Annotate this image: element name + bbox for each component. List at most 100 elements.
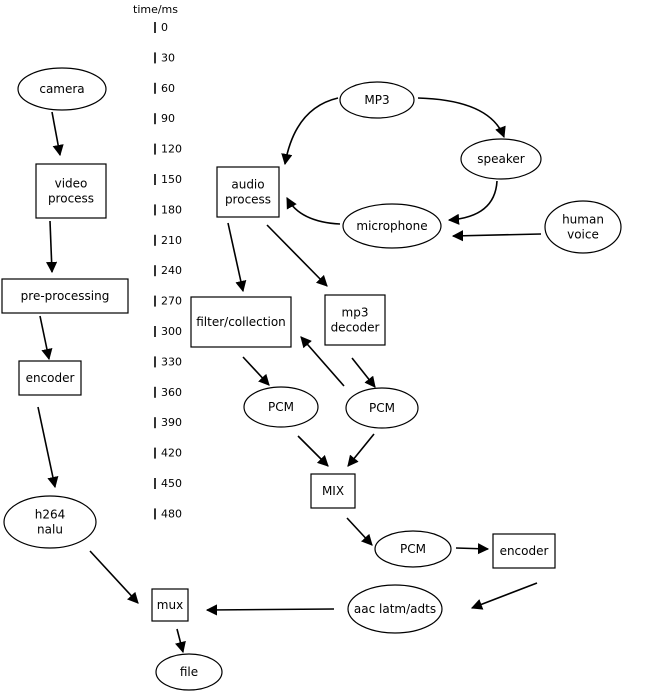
edge-pcm-right-to-filter-collection <box>300 336 345 387</box>
node-ellipse <box>243 386 319 428</box>
edge-h264-nalu-to-mux <box>89 550 139 604</box>
node-ellipse <box>347 584 443 634</box>
timeline-ticks: 0306090120150180210240270300330360390420… <box>154 21 182 520</box>
edge-pre-processing-to-video-encoder <box>39 315 53 361</box>
node-box <box>190 296 292 348</box>
node-label: MIX <box>322 484 344 498</box>
node-ellipse <box>374 530 452 568</box>
timeline-tick-label: 180 <box>161 203 182 216</box>
timeline-tick-label: 30 <box>161 51 175 64</box>
node-ellipse <box>155 653 223 691</box>
timeline: time/ms 03060901201501802102402703003303… <box>133 3 182 520</box>
edge-human-voice-to-microphone <box>451 230 542 242</box>
node-box <box>151 588 189 622</box>
node-ellipse <box>345 387 419 429</box>
node-speaker: speaker <box>460 138 542 180</box>
node-microphone: microphone <box>342 203 442 249</box>
edges <box>37 97 542 654</box>
node-mux: mux <box>151 588 189 622</box>
timeline-title: time/ms <box>133 3 178 16</box>
edge-pcm-left-to-mix <box>297 435 329 467</box>
timeline-tick-label: 120 <box>161 143 182 156</box>
timeline-tick-label: 330 <box>161 355 182 368</box>
node-video-encoder: encoder <box>18 360 82 396</box>
edge-audio-process-to-mp3-decoder <box>266 224 328 287</box>
timeline-tick-label: 450 <box>161 477 182 490</box>
edge-audio-process-to-filter-collection <box>227 222 247 293</box>
node-box <box>1 278 129 314</box>
node-box <box>35 163 107 219</box>
node-ellipse <box>460 138 542 180</box>
node-ellipse <box>339 81 415 119</box>
timeline-tick-label: 90 <box>161 112 175 125</box>
timeline-tick-label: 240 <box>161 264 182 277</box>
node-label: filter/collection <box>196 315 286 329</box>
timeline-tick-label: 150 <box>161 173 182 186</box>
edge-video-process-to-pre-processing <box>46 220 58 274</box>
node-pre-processing: pre-processing <box>1 278 129 314</box>
node-ellipse <box>17 67 107 111</box>
node-box <box>310 473 356 509</box>
node-filter-collection: filter/collection <box>190 296 292 348</box>
edge-audio-encoder-to-aac <box>470 582 538 610</box>
node-label: speaker <box>477 152 525 166</box>
edge-aac-to-mux <box>205 604 335 616</box>
edge-speaker-to-microphone <box>447 180 498 225</box>
timeline-tick-label: 360 <box>161 386 182 399</box>
node-box <box>324 294 386 346</box>
node-box <box>492 533 556 569</box>
edge-video-encoder-to-h264-nalu <box>37 406 59 489</box>
edge-mp3-decoder-to-pcm-right <box>351 357 376 388</box>
edge-mux-to-file <box>175 628 186 654</box>
node-mp3: MP3 <box>339 81 415 119</box>
node-label: h264 <box>35 508 66 522</box>
node-label: file <box>180 665 198 679</box>
node-pcm-left: PCM <box>243 386 319 428</box>
node-label: pre-processing <box>21 289 110 303</box>
edge-filter-collection-to-pcm-left <box>242 356 270 386</box>
node-label: human <box>562 213 604 227</box>
edge-mp3-to-speaker <box>417 97 506 139</box>
node-pcm-right: PCM <box>345 387 419 429</box>
edge-mp3-to-audio-process <box>281 97 339 166</box>
timeline-tick-label: 0 <box>161 21 168 34</box>
node-label: process <box>48 192 94 206</box>
node-audio-encoder: encoder <box>492 533 556 569</box>
timeline-tick-label: 420 <box>161 447 182 460</box>
node-label: process <box>225 193 271 207</box>
timeline-tick-label: 480 <box>161 507 182 520</box>
node-label: mp3 <box>342 306 369 320</box>
edge-mix-to-pcm-out <box>346 517 373 546</box>
node-aac: aac latm/adts <box>347 584 443 634</box>
edge-pcm-out-to-audio-encoder <box>455 543 490 555</box>
node-label: MP3 <box>364 93 389 107</box>
node-box <box>216 166 280 218</box>
node-label: microphone <box>356 219 427 233</box>
node-camera: camera <box>17 67 107 111</box>
node-label: mux <box>157 598 183 612</box>
edge-pcm-right-to-mix <box>347 433 375 467</box>
edge-microphone-to-audio-process <box>286 197 341 225</box>
node-label: decoder <box>331 321 380 335</box>
node-ellipse <box>3 495 97 549</box>
node-label: PCM <box>369 401 395 415</box>
node-label: PCM <box>400 542 426 556</box>
node-label: encoder <box>26 371 75 385</box>
node-label: encoder <box>500 544 549 558</box>
timeline-tick-label: 390 <box>161 416 182 429</box>
node-file: file <box>155 653 223 691</box>
node-label: voice <box>567 228 599 242</box>
edge-camera-to-video-process <box>51 111 64 157</box>
node-label: audio <box>231 178 264 192</box>
node-label: aac latm/adts <box>354 602 436 616</box>
node-mix: MIX <box>310 473 356 509</box>
timeline-tick-label: 60 <box>161 82 175 95</box>
timeline-tick-label: 210 <box>161 234 182 247</box>
